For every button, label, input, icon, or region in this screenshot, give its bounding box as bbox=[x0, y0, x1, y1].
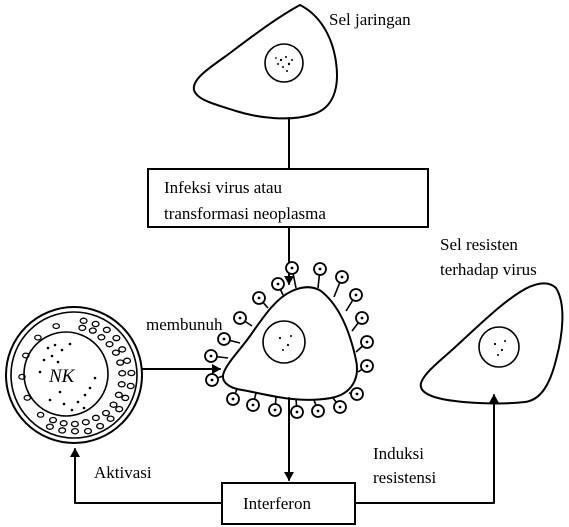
antigen-core bbox=[277, 283, 280, 286]
antigen-core bbox=[274, 409, 277, 412]
nk-granule bbox=[35, 335, 41, 340]
antigen-core bbox=[291, 267, 294, 270]
nk-chromatin-speck bbox=[51, 355, 54, 358]
resistant-cell-nucleus bbox=[479, 327, 519, 367]
nk-granule bbox=[72, 421, 79, 426]
antigen-core bbox=[317, 410, 320, 413]
antigen-core bbox=[341, 276, 344, 279]
nk-granule bbox=[124, 358, 131, 363]
kill-label: membunuh bbox=[146, 315, 223, 334]
nk-chromatin-speck bbox=[77, 401, 80, 404]
nk-chromatin-speck bbox=[63, 403, 66, 406]
nk-chromatin-speck bbox=[57, 361, 60, 364]
nk-granule bbox=[37, 412, 43, 417]
nk-granule bbox=[98, 335, 105, 340]
infection-label-line2: transformasi neoplasma bbox=[164, 204, 326, 223]
nk-granule bbox=[82, 420, 89, 425]
antigen-core bbox=[361, 317, 364, 320]
induction-label-line1: Induksi bbox=[373, 444, 424, 463]
interferon-label: Interferon bbox=[243, 494, 311, 513]
antigen-core bbox=[356, 393, 359, 396]
nk-granule bbox=[53, 324, 59, 329]
nk-label: NK bbox=[48, 366, 76, 387]
activation-label: Aktivasi bbox=[94, 463, 152, 482]
nk-granule bbox=[85, 429, 92, 434]
resistant-label-line1: Sel resisten bbox=[440, 235, 518, 254]
nk-granule bbox=[79, 325, 86, 330]
nk-chromatin-speck bbox=[94, 377, 97, 380]
nk-chromatin-speck bbox=[59, 391, 62, 394]
nk-chromatin-speck bbox=[47, 347, 50, 350]
nk-chromatin-speck bbox=[39, 371, 42, 374]
resistant-cell bbox=[421, 283, 563, 403]
nk-granule bbox=[92, 321, 99, 326]
nk-granules bbox=[19, 318, 135, 434]
nk-granule bbox=[97, 424, 104, 429]
nk-granule bbox=[59, 428, 66, 433]
nk-granule bbox=[119, 347, 126, 352]
antigen-core bbox=[366, 341, 369, 344]
nk-granule bbox=[110, 402, 117, 407]
nk-chromatin-speck bbox=[43, 359, 46, 362]
nk-chromatin-speck bbox=[54, 344, 57, 347]
nk-chromatin-speck bbox=[89, 387, 92, 390]
nk-granule bbox=[116, 407, 123, 412]
nk-granule bbox=[128, 370, 135, 375]
antigen-core bbox=[319, 268, 322, 271]
nk-granule bbox=[113, 336, 120, 341]
infected-cell bbox=[205, 262, 373, 418]
nk-granule bbox=[113, 350, 120, 355]
nk-granule bbox=[115, 392, 122, 397]
nk-granule bbox=[47, 424, 54, 429]
antigen-core bbox=[258, 297, 261, 300]
nk-granule bbox=[93, 415, 100, 420]
tissue-cell-nucleus bbox=[265, 44, 303, 82]
antigen-core bbox=[223, 338, 226, 341]
tissue-cell-label: Sel jaringan bbox=[329, 10, 411, 29]
antigen-core bbox=[232, 398, 235, 401]
antigen-core bbox=[339, 406, 342, 409]
nk-granule bbox=[80, 318, 87, 323]
nk-granule bbox=[127, 383, 134, 388]
nk-granule bbox=[117, 360, 124, 365]
antigen-core bbox=[239, 317, 242, 320]
antigen-core bbox=[211, 379, 214, 382]
nk-chromatin-speck bbox=[49, 399, 52, 402]
nk-granule bbox=[107, 416, 114, 421]
nk-granule bbox=[119, 371, 126, 376]
nk-chromatin-speck bbox=[61, 349, 64, 352]
nk-granule bbox=[50, 418, 57, 423]
infected-cell-membrane bbox=[223, 287, 357, 400]
nk-chromatin-speck bbox=[71, 409, 74, 412]
antigen-core bbox=[355, 294, 358, 297]
antigen-core bbox=[252, 404, 255, 407]
nk-cell: NK bbox=[6, 307, 142, 443]
nk-granule bbox=[103, 411, 110, 416]
antigen-core bbox=[210, 355, 213, 358]
antigen-core bbox=[366, 365, 369, 368]
resistant-label-line2: terhadap virus bbox=[440, 260, 537, 279]
nk-granule bbox=[118, 382, 125, 387]
nk-granule bbox=[122, 395, 129, 400]
nk-granule bbox=[72, 429, 79, 434]
nk-granule bbox=[89, 328, 96, 333]
resistant-cell-chromatin bbox=[494, 340, 506, 356]
nk-granule bbox=[60, 421, 67, 426]
nk-chromatin-speck bbox=[69, 343, 72, 346]
nk-chromatin-speck bbox=[83, 407, 86, 410]
tissue-cell bbox=[194, 5, 337, 118]
induction-label-line2: resistensi bbox=[373, 468, 437, 487]
tissue-cell-chromatin bbox=[275, 56, 293, 72]
resistant-cell-membrane bbox=[421, 283, 563, 403]
nk-granule bbox=[106, 342, 113, 347]
infection-label-line1: Infeksi virus atau bbox=[164, 178, 283, 197]
nk-granule bbox=[103, 327, 110, 332]
nk-chromatin-speck bbox=[84, 394, 87, 397]
antigen-core bbox=[296, 411, 299, 414]
